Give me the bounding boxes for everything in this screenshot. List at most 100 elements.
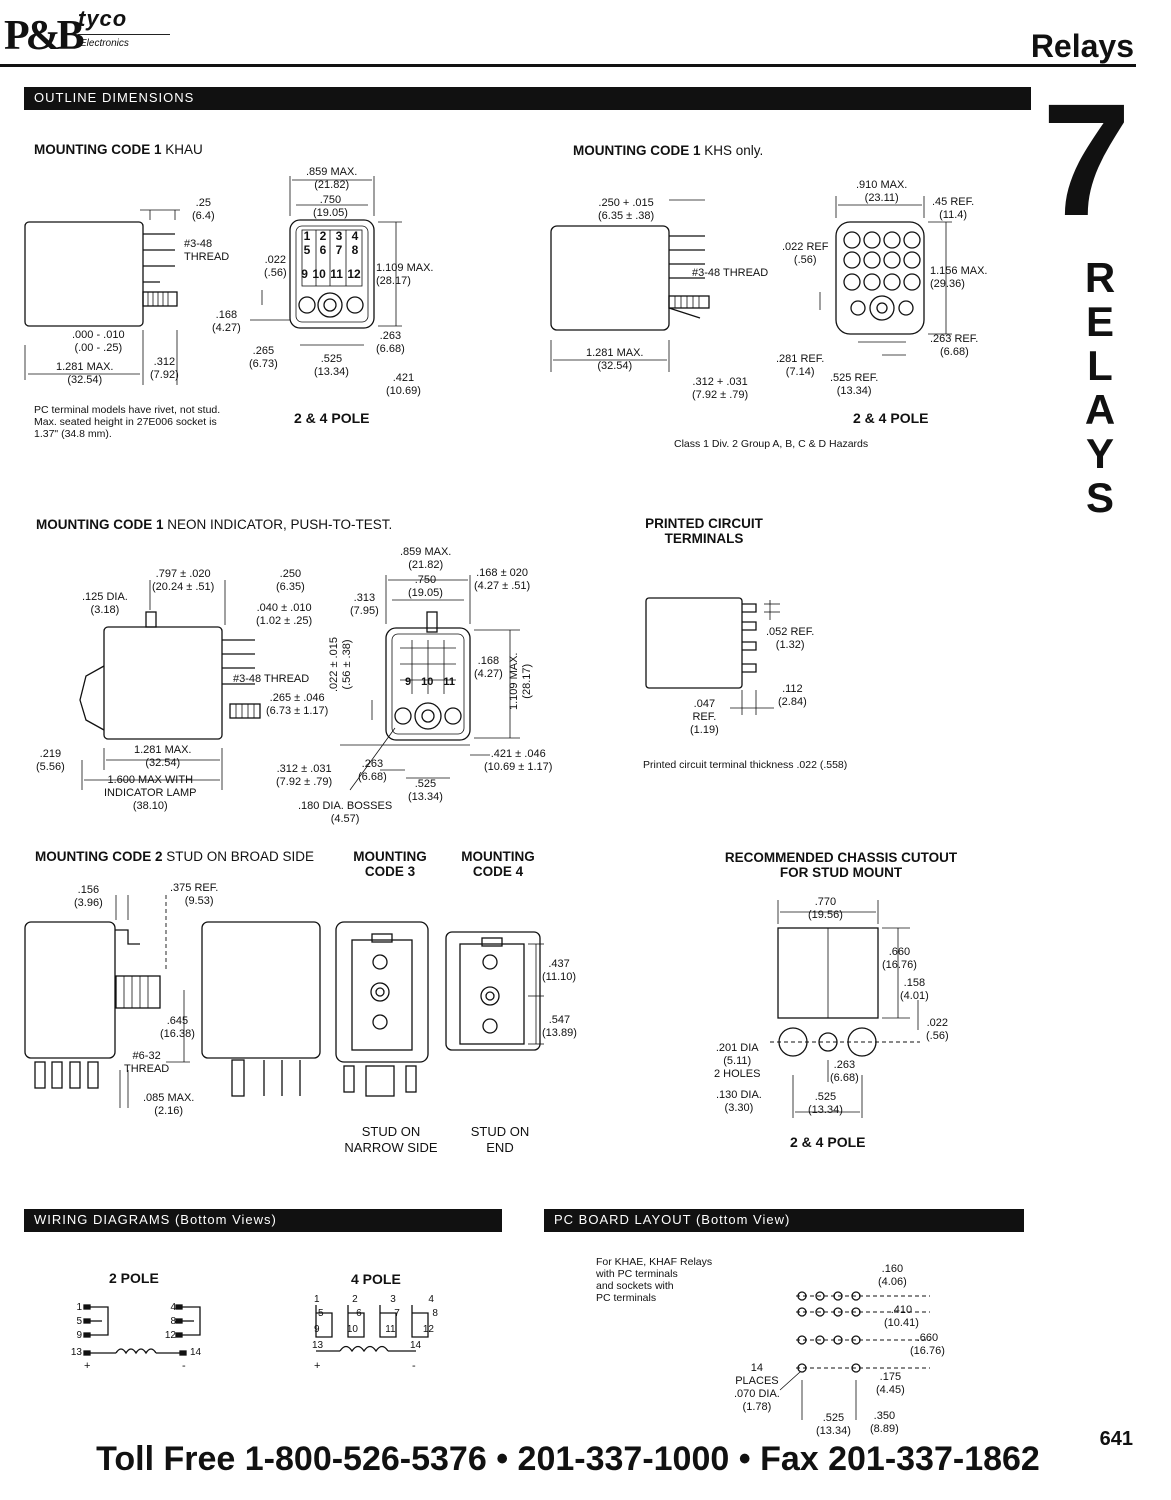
wiring-minus: - xyxy=(182,1360,186,1372)
chapter-letter: L xyxy=(1087,342,1113,389)
dim-label: .000 - .010 xyxy=(72,329,125,341)
dim-label: .047 REF. xyxy=(692,698,717,723)
dim-label: .180 DIA. BOSSES xyxy=(298,800,393,812)
dim-label: (19.56) xyxy=(808,909,843,921)
pin-label: 14 xyxy=(410,1340,422,1351)
neon-dim-1109v: 1.109 MAX.(28.17) xyxy=(508,653,534,710)
mc4-heading: MOUNTING CODE 4 xyxy=(461,849,535,879)
pin-label: 5 xyxy=(303,243,311,257)
dim-label: (5.56) xyxy=(36,761,65,773)
mc4-dim-547: .547(13.89) xyxy=(542,1014,577,1040)
neon-dim-313: .313(7.95) xyxy=(350,592,379,618)
dim-label: .085 MAX. xyxy=(143,1092,195,1104)
dim-label: .410 xyxy=(890,1304,913,1316)
neon-dim-250: .250(6.35) xyxy=(276,568,305,594)
dim-label: .052 REF. xyxy=(766,626,815,638)
mc1-neon-heading: MOUNTING CODE 1 NEON INDICATOR, PUSH-TO-… xyxy=(36,517,392,532)
neon-side-view xyxy=(79,580,261,790)
dim-label: .156 xyxy=(77,884,100,896)
dim-label: (4.45) xyxy=(876,1384,905,1396)
cutout-dim-022: .022(.56) xyxy=(926,1017,949,1043)
dim-label: (16.76) xyxy=(910,1345,945,1357)
logo-electronics: Electronics xyxy=(80,38,129,49)
heading-normal: STUD ON BROAD SIDE xyxy=(166,849,315,864)
dim-label: .25 xyxy=(195,197,211,209)
pin-label: 2 xyxy=(319,229,327,243)
dim-label: (4.27 ± .51) xyxy=(474,580,531,592)
neon-dim-265: .265 ± .046(6.73 ± 1.17) xyxy=(266,692,328,718)
neon-dim-525: .525(13.34) xyxy=(408,778,443,804)
heading-bold: MOUNTING CODE 1 xyxy=(573,143,701,158)
neon-dim-219: .219(5.56) xyxy=(36,748,65,774)
dim-label: .125 DIA. xyxy=(82,591,128,603)
dim-label: .263 xyxy=(361,758,384,770)
pin-label: 9 xyxy=(404,676,412,688)
heading-bold: MOUNTING CODE 1 xyxy=(36,517,164,532)
dim-label: .022 ± .015 xyxy=(328,637,340,692)
dim-label: .375 REF. xyxy=(170,882,219,894)
heading-bold: MOUNTING CODE 2 xyxy=(35,849,163,864)
pin-label: 5 xyxy=(318,1308,324,1319)
pcb-layout-view xyxy=(779,1291,930,1420)
pin-label: 11 xyxy=(385,1324,396,1335)
pcb-dim-350: .350(8.89) xyxy=(870,1410,899,1436)
section-bar-wiring: WIRING DIAGRAMS (Bottom Views) xyxy=(24,1209,502,1232)
wiring-2pole-left-pins: 1 5 9 xyxy=(66,1301,82,1343)
mc4-dim-437: .437(11.10) xyxy=(542,958,576,984)
neon-dim-312: .312 ± .031(7.92 ± .79) xyxy=(276,763,332,789)
khau-side-view xyxy=(24,209,180,385)
dim-label: .750 xyxy=(414,574,437,586)
pc-terminals-note: Printed circuit terminal thickness .022 … xyxy=(643,759,848,771)
dim-label: (6.35 ± .38) xyxy=(598,210,655,222)
mc4-caption: STUD ON END xyxy=(470,1124,530,1155)
khau-dim-525: .525(13.34) xyxy=(314,353,349,379)
dim-label: .45 REF. xyxy=(932,196,975,208)
dim-label: .525 xyxy=(822,1412,845,1424)
dim-label: (32.54) xyxy=(67,374,103,386)
dim-label: (16.76) xyxy=(882,959,917,971)
dim-label: (10.41) xyxy=(884,1317,919,1329)
dim-label: (13.34) xyxy=(836,385,872,397)
pin-label: 14 xyxy=(190,1347,202,1358)
dim-label: .168 xyxy=(477,655,500,667)
khs-dim-1156: 1.156 MAX.(29.36) xyxy=(930,265,987,291)
heading-normal: KHS only. xyxy=(704,143,764,158)
dim-label: (2.16) xyxy=(154,1105,184,1117)
dim-label: (6.68) xyxy=(358,771,387,783)
dim-label: (28.17) xyxy=(521,663,533,699)
pin-label: 8 xyxy=(351,243,359,257)
dim-label: (1.19) xyxy=(690,724,719,736)
dim-label: 1.281 MAX. xyxy=(56,361,114,373)
neon-dim-1281: 1.281 MAX.(32.54) xyxy=(134,744,191,770)
dim-label: (13.34) xyxy=(808,1104,843,1116)
dim-label: (.56) xyxy=(264,267,287,279)
wiring-minus: - xyxy=(412,1360,416,1372)
neon-dim-168: .168(4.27) xyxy=(474,655,503,681)
dim-label: (4.06) xyxy=(878,1276,907,1288)
dim-label: (11.10) xyxy=(542,971,577,983)
pin-label: 12 xyxy=(347,267,361,281)
khau-thread: #3-48 THREAD xyxy=(184,238,230,263)
pcb-dim-175: .175(4.45) xyxy=(876,1371,905,1397)
dim-label: (13.34) xyxy=(816,1425,851,1437)
dim-label: .265 xyxy=(252,345,275,357)
dim-label: .160 xyxy=(881,1263,904,1275)
mc2-side-view xyxy=(201,921,321,1097)
dim-label: (13.34) xyxy=(408,791,443,803)
pin-label: 9 xyxy=(76,1330,82,1341)
khau-dim-000: .000 - .010(.00 - .25) xyxy=(72,329,125,355)
mc2-view xyxy=(24,895,190,1108)
dim-label: (11.4) xyxy=(939,209,968,221)
wiring-4pole xyxy=(315,1305,429,1353)
cutout-view xyxy=(770,900,920,1118)
khs-dim-263: .263 REF.(6.68) xyxy=(930,333,978,359)
wiring-plus: + xyxy=(84,1360,91,1372)
mc2-dim-085: .085 MAX.(2.16) xyxy=(143,1092,194,1118)
dim-label: (1.78) xyxy=(742,1401,772,1413)
dim-label: (1.02 ± .25) xyxy=(256,615,313,627)
chapter-number: 7 xyxy=(1042,70,1131,249)
dim-label: (6.35) xyxy=(276,581,305,593)
dim-label: .201 DIA xyxy=(715,1042,759,1054)
